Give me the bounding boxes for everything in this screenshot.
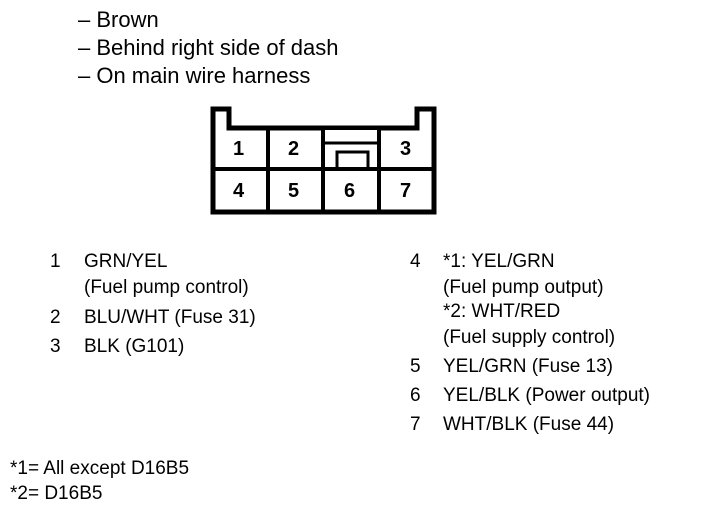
legend-6-number: 6 xyxy=(410,385,421,406)
legend-4-line-4: (Fuel supply control) xyxy=(443,327,616,348)
latch-tab xyxy=(335,150,370,169)
legend-5-line-1: YEL/GRN (Fuse 13) xyxy=(443,356,613,377)
header-line-color: – Brown xyxy=(78,7,159,32)
pin-1-label: 1 xyxy=(233,138,245,160)
legend-6-line-1: YEL/BLK (Power output) xyxy=(443,385,650,406)
footnote-1: *1= All except D16B5 xyxy=(10,458,190,479)
pin-7-label: 7 xyxy=(400,180,412,202)
header-line-location: – Behind right side of dash xyxy=(78,35,339,60)
legend-4-line-3: *2: WHT/RED xyxy=(443,301,561,322)
legend-1-line-1: GRN/YEL xyxy=(84,251,168,272)
pin-5-label: 5 xyxy=(288,180,300,202)
pin-6-label: 6 xyxy=(344,180,356,202)
legend-4-number: 4 xyxy=(410,251,421,272)
legend-7-number: 7 xyxy=(410,414,421,435)
legend-5-number: 5 xyxy=(410,356,421,377)
legend-3-number: 3 xyxy=(50,336,61,357)
connector-housing xyxy=(210,106,437,215)
pin-2-label: 2 xyxy=(288,138,300,160)
legend-4-line-1: *1: YEL/GRN xyxy=(443,251,555,272)
legend-4-line-2: (Fuel pump output) xyxy=(443,277,604,298)
blank-cavity-fill xyxy=(325,130,377,143)
legend-7-line-1: WHT/BLK (Fuse 44) xyxy=(443,414,615,435)
footnote-2: *2= D16B5 xyxy=(10,483,103,504)
pin-4-label: 4 xyxy=(233,180,245,202)
legend-3-line-1: BLK (G101) xyxy=(84,336,185,357)
legend-2-line-1: BLU/WHT (Fuse 31) xyxy=(84,307,256,328)
legend-1-line-2: (Fuel pump control) xyxy=(84,277,249,298)
header-line-harness: – On main wire harness xyxy=(78,63,311,88)
legend-2-number: 2 xyxy=(50,307,61,328)
pin-3-label: 3 xyxy=(400,138,412,160)
legend-1-number: 1 xyxy=(50,251,61,272)
